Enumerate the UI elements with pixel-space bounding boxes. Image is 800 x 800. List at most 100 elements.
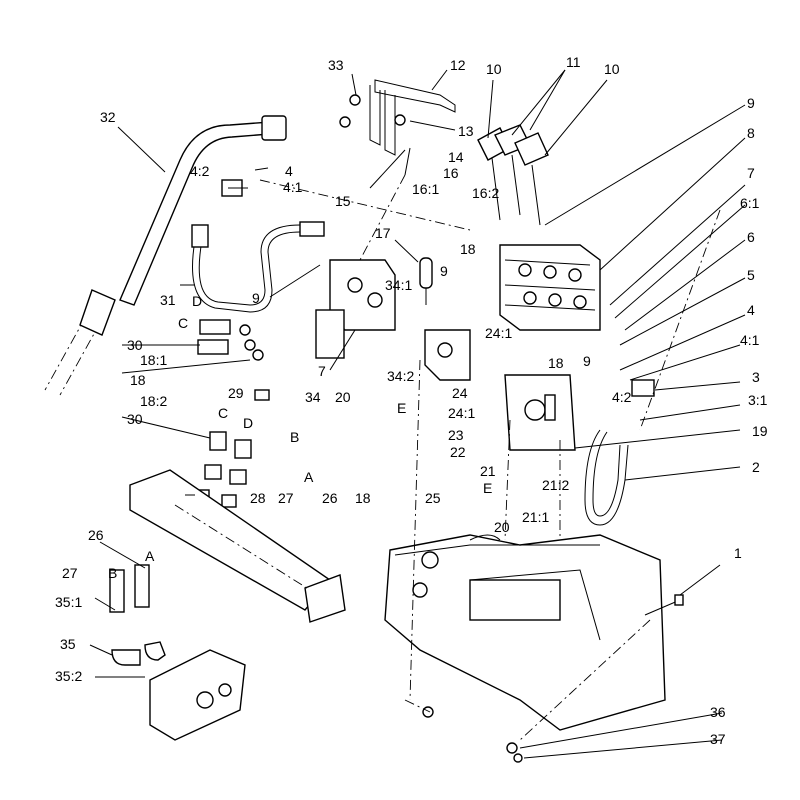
callout-4b: 4: [747, 302, 755, 318]
part-valve-manifold: [315, 259, 396, 359]
callout-A2: A: [145, 548, 155, 564]
part-linkage-bracket: [339, 79, 456, 176]
callout-2: 2: [752, 459, 760, 475]
callout-181: 18:1: [140, 352, 167, 368]
callout-24: 24: [452, 385, 468, 401]
callout-211: 21:1: [522, 509, 549, 525]
assembly-guide-lines: [259, 174, 721, 741]
callout-E2: E: [483, 480, 492, 496]
callout-22: 22: [450, 444, 466, 460]
callout-31: 31: [160, 292, 176, 308]
callout-6: 6: [747, 229, 755, 245]
callout-E1: E: [397, 400, 406, 416]
callout-7b: 7: [318, 363, 326, 379]
callout-9d: 9: [583, 353, 591, 369]
callout-18b: 18: [130, 372, 146, 388]
callout-C1: C: [178, 315, 188, 331]
callout-12: 12: [450, 57, 466, 73]
callout-16: 16: [443, 165, 459, 181]
callout-41b: 4:1: [740, 332, 760, 348]
callout-9c: 9: [252, 290, 260, 306]
callout-341: 34:1: [385, 277, 412, 293]
part-handle-tube: [44, 115, 287, 396]
callout-25: 25: [425, 490, 441, 506]
part-control-handles: [477, 124, 549, 226]
callout-labels: 33 12 10 11 10 32 13 9 8 4 4:2 4:1 14 16…: [55, 54, 768, 747]
callout-8: 8: [747, 125, 755, 141]
part-fittings-cd: [194, 431, 252, 508]
callout-14: 14: [448, 149, 464, 165]
part-housing: [109, 564, 246, 741]
callout-36: 36: [710, 704, 726, 720]
callout-10b: 10: [604, 61, 620, 77]
callout-351: 35:1: [55, 594, 82, 610]
callout-18d: 18: [355, 490, 371, 506]
callout-3: 3: [752, 369, 760, 385]
part-fittings-left: [197, 319, 270, 401]
callout-33: 33: [328, 57, 344, 73]
callout-7a: 7: [747, 165, 755, 181]
callout-26b: 26: [88, 527, 104, 543]
callout-19: 19: [752, 423, 768, 439]
callout-30b: 30: [127, 411, 143, 427]
part-lever: [419, 257, 433, 305]
callout-27a: 27: [278, 490, 294, 506]
part-second-manifold: [424, 329, 471, 381]
part-bolt: [644, 594, 684, 616]
callout-241: 24:1: [485, 325, 512, 341]
part-valve-plate: [504, 374, 576, 451]
callout-41a: 4:1: [283, 179, 303, 195]
callout-D1: D: [192, 293, 202, 309]
callout-161: 16:1: [412, 181, 439, 197]
callout-17: 17: [375, 225, 391, 241]
callout-27b: 27: [62, 565, 78, 581]
callout-32: 32: [100, 109, 116, 125]
callout-C2: C: [218, 405, 228, 421]
callout-352: 35:2: [55, 668, 82, 684]
callout-30a: 30: [127, 337, 143, 353]
callout-342: 34:2: [387, 368, 414, 384]
callout-18a: 18: [460, 241, 476, 257]
callout-42a: 4:2: [190, 163, 210, 179]
callout-9a: 9: [747, 95, 755, 111]
callout-D2: D: [243, 415, 253, 431]
callout-4a: 4: [285, 163, 293, 179]
callout-42b: 4:2: [612, 389, 632, 405]
callout-31b: 3:1: [748, 392, 768, 408]
part-return-hose: [584, 379, 655, 526]
callout-9b: 9: [440, 263, 448, 279]
part-rect-tube: [129, 469, 346, 623]
callout-1: 1: [734, 545, 742, 561]
callout-11: 11: [566, 54, 581, 70]
part-valve-bank: [499, 244, 601, 331]
callout-182: 18:2: [140, 393, 167, 409]
callout-29: 29: [228, 385, 244, 401]
callout-15: 15: [335, 193, 351, 209]
callout-20a: 20: [335, 389, 351, 405]
leader-lines: [89, 69, 746, 759]
callout-37: 37: [710, 731, 726, 747]
callout-20b: 20: [494, 519, 510, 535]
callout-10a: 10: [486, 61, 502, 77]
callout-21: 21: [480, 463, 496, 479]
callout-212: 21:2: [542, 477, 569, 493]
callout-A1: A: [304, 469, 314, 485]
callout-5: 5: [747, 267, 755, 283]
callout-241b: 24:1: [448, 405, 475, 421]
callout-35: 35: [60, 636, 76, 652]
callout-28: 28: [250, 490, 266, 506]
callout-34: 34: [305, 389, 321, 405]
callout-13: 13: [458, 123, 474, 139]
callout-B1: B: [290, 429, 299, 445]
callout-26a: 26: [322, 490, 338, 506]
callout-23: 23: [448, 427, 464, 443]
callout-61: 6:1: [740, 195, 760, 211]
part-hydraulic-line: [191, 179, 325, 313]
callout-18c: 18: [548, 355, 564, 371]
part-frame: [384, 534, 666, 731]
callout-162: 16:2: [472, 185, 499, 201]
callout-B2: B: [108, 565, 117, 581]
part-fasteners: [422, 706, 523, 763]
